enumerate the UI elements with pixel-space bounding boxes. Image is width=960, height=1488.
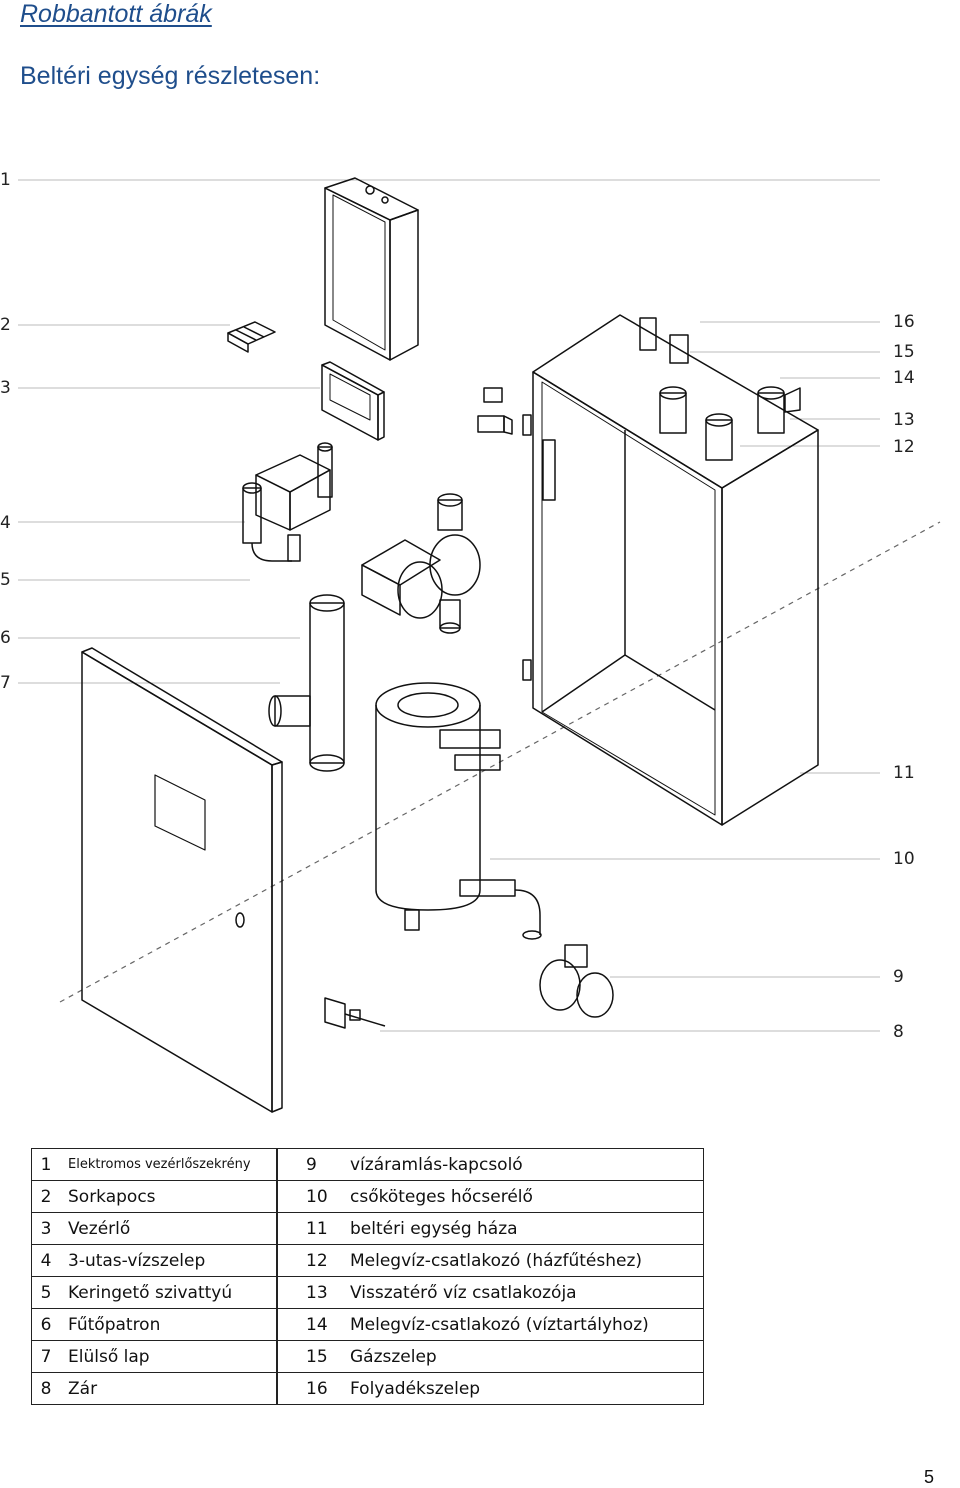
callout-9: 9 [893,967,904,987]
page-title: Robbantott ábrák [20,0,212,28]
legend-label: Melegvíz-csatlakozó (házfűtéshez) [342,1244,704,1277]
unit-housing-part [522,314,819,826]
front-panel-part [81,647,283,1113]
legend-number: 7 [31,1340,60,1373]
legend-label: vízáramlás-kapcsoló [342,1148,704,1181]
callout-12: 12 [893,437,915,457]
callout-4: 4 [0,513,11,533]
legend-label: Melegvíz-csatlakozó (víztartályhoz) [342,1308,704,1341]
legend-label: Gázszelep [342,1340,704,1373]
legend-number: 11 [277,1212,342,1245]
legend-label: Visszatérő víz csatlakozója [342,1276,704,1309]
legend-number: 13 [277,1276,342,1309]
fittings-part [477,387,513,435]
page-subtitle: Beltéri egység részletesen: [20,62,321,90]
callout-6: 6 [0,628,11,648]
callout-3: 3 [0,378,11,398]
flow-switch-part [539,944,614,1018]
legend-label: Elülső lap [60,1340,277,1373]
three-way-valve-part [242,442,333,562]
heat-exchanger-part [375,682,542,940]
legend-number: 12 [277,1244,342,1277]
page-number: 5 [923,1467,934,1487]
legend-label: Sorkapocs [60,1180,277,1213]
callout-2: 2 [0,315,11,335]
legend-label: Fűtőpatron [60,1308,277,1341]
legend-number: 2 [31,1180,60,1213]
pump-part [361,493,481,634]
legend-label: csőköteges hőcserélő [342,1180,704,1213]
callout-13: 13 [893,410,915,430]
terminal-block-part [227,321,276,353]
legend-number: 6 [31,1308,60,1341]
legend-number: 1 [31,1148,60,1181]
controller-part [321,361,385,441]
callout-7: 7 [0,673,11,693]
callout-1: 1 [0,170,11,190]
legend-number: 5 [31,1276,60,1309]
legend-number: 10 [277,1180,342,1213]
legend-number: 16 [277,1372,342,1405]
heater-part [268,594,345,772]
legend-label: Elektromos vezérlőszekrény [60,1148,277,1181]
exploded-diagram [18,177,941,1113]
callout-11: 11 [893,763,915,783]
callout-8: 8 [893,1022,904,1042]
callout-14: 14 [893,368,915,388]
legend-number: 14 [277,1308,342,1341]
legend-label: Zár [60,1372,277,1405]
legend-label: Folyadékszelep [342,1372,704,1405]
legend-number: 3 [31,1212,60,1245]
lock-part [324,997,386,1029]
legend-number: 8 [31,1372,60,1405]
legend-label: Keringető szivattyú [60,1276,277,1309]
legend-number: 15 [277,1340,342,1373]
legend-number: 9 [277,1148,342,1181]
callout-10: 10 [893,849,915,869]
legend-label: beltéri egység háza [342,1212,704,1245]
connectors-part [639,317,801,461]
control-box-part [324,177,419,361]
legend-label: 3-utas-vízszelep [60,1244,277,1277]
legend-spacer [276,1372,278,1405]
callout-5: 5 [0,570,11,590]
callout-16: 16 [893,312,915,332]
callout-15: 15 [893,342,915,362]
legend-number: 4 [31,1244,60,1277]
legend-label: Vezérlő [60,1212,277,1245]
